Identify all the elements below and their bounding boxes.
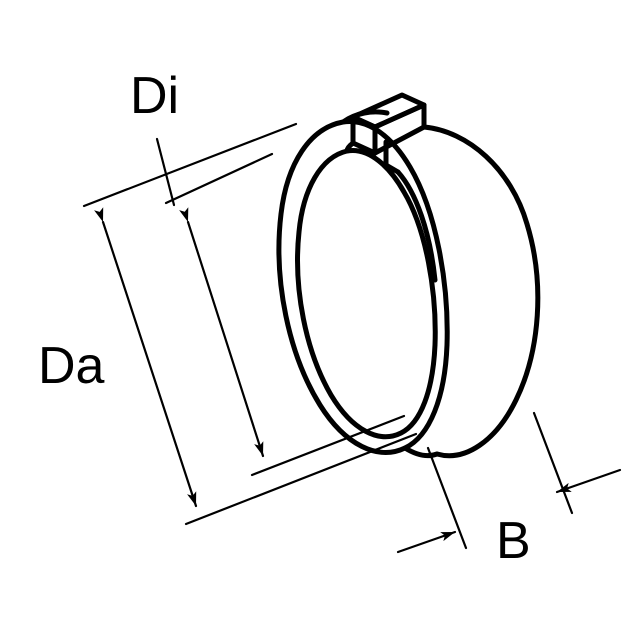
dimension-da-extension-line <box>82 122 298 208</box>
ring-gap-inner-edge <box>344 140 356 154</box>
dimension-di <box>155 137 406 477</box>
dimension-di-extension-tick <box>155 137 176 207</box>
ring-outer-back-rim <box>421 124 541 459</box>
dimension-da-extension-line-lower <box>184 432 418 526</box>
dimension-b-extension-left <box>426 446 468 550</box>
ring-bottom-blend <box>402 445 440 459</box>
dimension-di-extension-line-lower <box>250 414 406 477</box>
ring-inner-front-ellipse <box>295 148 438 440</box>
dimension-b <box>396 411 622 554</box>
dimension-di-extension-line <box>164 152 274 205</box>
dimension-b-arrow-left <box>396 530 457 554</box>
dimension-da <box>82 122 418 526</box>
label-width: B <box>496 512 531 570</box>
dimension-di-line <box>179 207 265 458</box>
dimension-da-line <box>94 207 198 508</box>
ring-gap-end-side-face <box>372 102 427 156</box>
dimension-b-extension-right <box>532 411 574 515</box>
ring-gap-opposite-end <box>383 139 401 175</box>
ring-gap-inner-back-edge <box>395 169 438 283</box>
label-inner-diameter: Di <box>130 67 179 125</box>
label-outer-diameter: Da <box>38 337 105 395</box>
dimension-b-arrow-right <box>555 468 622 494</box>
ring-body <box>276 92 541 459</box>
